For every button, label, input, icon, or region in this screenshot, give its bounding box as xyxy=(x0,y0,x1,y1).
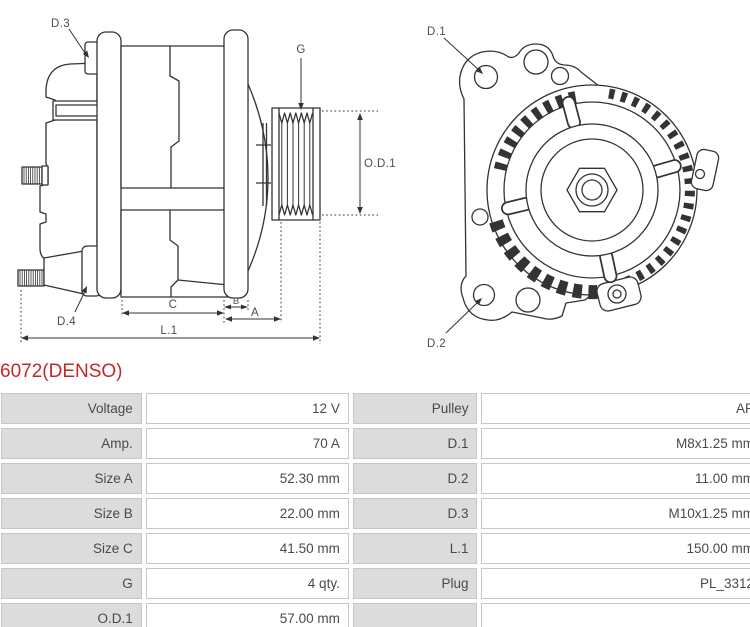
spec-label-cell: D.2 xyxy=(352,463,478,494)
pulley xyxy=(271,107,321,221)
spec-value-cell: AP xyxy=(481,393,750,424)
vent-slots-lower-left xyxy=(489,219,615,300)
spec-label-cell: Plug xyxy=(352,568,478,599)
dim-label-d2: D.2 xyxy=(427,338,446,350)
spec-value-cell: M10x1.25 mm xyxy=(481,498,750,529)
spec-label-cell: D.1 xyxy=(352,428,478,459)
mount-hole-small-top xyxy=(550,66,570,86)
mount-hole-mid xyxy=(471,208,489,226)
spec-label-cell: Size A xyxy=(1,463,142,494)
spec-value-cell: 22.00 mm xyxy=(145,498,349,529)
spec-value-cell: 12 V xyxy=(145,393,349,424)
dim-label-d3: D.3 xyxy=(51,18,70,30)
mount-hole-bottom xyxy=(515,287,541,313)
spec-value-cell: PL_3312 xyxy=(481,568,750,599)
dim-label-g: G xyxy=(296,44,305,56)
dim-label-b: B xyxy=(233,296,239,307)
spec-value-cell: 150.00 mm xyxy=(481,533,750,564)
spec-label-cell: Size B xyxy=(1,498,142,529)
spec-value-cell: M8x1.25 mm xyxy=(481,428,750,459)
spec-row: G 4 qty. Plug PL_3312 xyxy=(1,568,750,599)
rim-vent-bumps xyxy=(608,88,695,292)
alternator-technical-drawing: D.3 G O.D.1 C B A L.1 D.4 xyxy=(17,18,720,350)
spec-value-cell: 52.30 mm xyxy=(145,463,349,494)
extension-lines xyxy=(20,110,378,344)
body-upper-block xyxy=(120,45,229,189)
spec-row: O.D.1 57.00 mm xyxy=(1,603,750,627)
dim-label-c: C xyxy=(169,299,178,311)
arrowheads xyxy=(21,50,363,341)
body-bottom-slant xyxy=(177,279,229,286)
spec-value-cell: 4 qty. xyxy=(145,568,349,599)
lamination-step-lower xyxy=(169,210,179,297)
front-bearing-bulge xyxy=(247,83,269,272)
spec-row: Size A 52.30 mm D.2 11.00 mm xyxy=(1,463,750,494)
front-bracket-bar xyxy=(223,29,249,299)
body-lower-block xyxy=(120,209,229,298)
side-tab xyxy=(690,148,720,192)
spec-row: Voltage 12 V Pulley AP xyxy=(1,393,750,424)
mount-hole-top xyxy=(523,49,549,75)
spec-label-cell xyxy=(352,603,478,627)
spec-row: Size C 41.50 mm L.1 150.00 mm xyxy=(1,533,750,564)
terminal-stud-upper xyxy=(21,165,49,186)
lamination-step-upper xyxy=(169,46,180,188)
spec-label-cell: Voltage xyxy=(1,393,142,424)
part-number-title: 6072(DENSO) xyxy=(0,361,123,382)
leader-lines xyxy=(443,37,481,334)
spec-table: Voltage 12 V Pulley AP Amp. 70 A D.1 M8x… xyxy=(0,389,750,627)
dim-label-d4: D.4 xyxy=(57,316,76,328)
spec-value-cell: 70 A xyxy=(145,428,349,459)
fan-spokes xyxy=(501,95,682,284)
spec-label-cell: Pulley xyxy=(352,393,478,424)
shaft-end-inner xyxy=(581,179,603,201)
spec-value-cell: 57.00 mm xyxy=(145,603,349,627)
spec-value-cell xyxy=(481,603,750,627)
spec-label-cell: L.1 xyxy=(352,533,478,564)
bottom-tab xyxy=(596,276,642,312)
spec-row: Amp. 70 A D.1 M8x1.25 mm xyxy=(1,428,750,459)
spec-value-cell: 41.50 mm xyxy=(145,533,349,564)
dimension-lines xyxy=(22,28,361,339)
spec-row: Size B 22.00 mm D.3 M10x1.25 mm xyxy=(1,498,750,529)
spec-label-cell: Size C xyxy=(1,533,142,564)
shaft-end-outer xyxy=(575,173,609,207)
dim-label-d1: D.1 xyxy=(427,26,446,38)
spec-label-cell: O.D.1 xyxy=(1,603,142,627)
mounting-lug-d4 xyxy=(43,250,85,295)
front-view-diagram: D.1 D.2 xyxy=(427,26,720,350)
spec-label-cell: Amp. xyxy=(1,428,142,459)
spec-label-cell: D.3 xyxy=(352,498,478,529)
dim-label-od1: O.D.1 xyxy=(364,158,396,170)
dim-label-l1: L.1 xyxy=(160,325,177,337)
spec-value-cell: 11.00 mm xyxy=(481,463,750,494)
terminal-stud-lower xyxy=(17,269,45,287)
shaft xyxy=(256,123,271,206)
side-view-diagram: D.3 G O.D.1 C B A L.1 D.4 xyxy=(17,18,396,344)
rear-bracket-bar xyxy=(96,31,122,299)
spec-label-cell: G xyxy=(1,568,142,599)
dim-label-a: A xyxy=(251,307,259,319)
